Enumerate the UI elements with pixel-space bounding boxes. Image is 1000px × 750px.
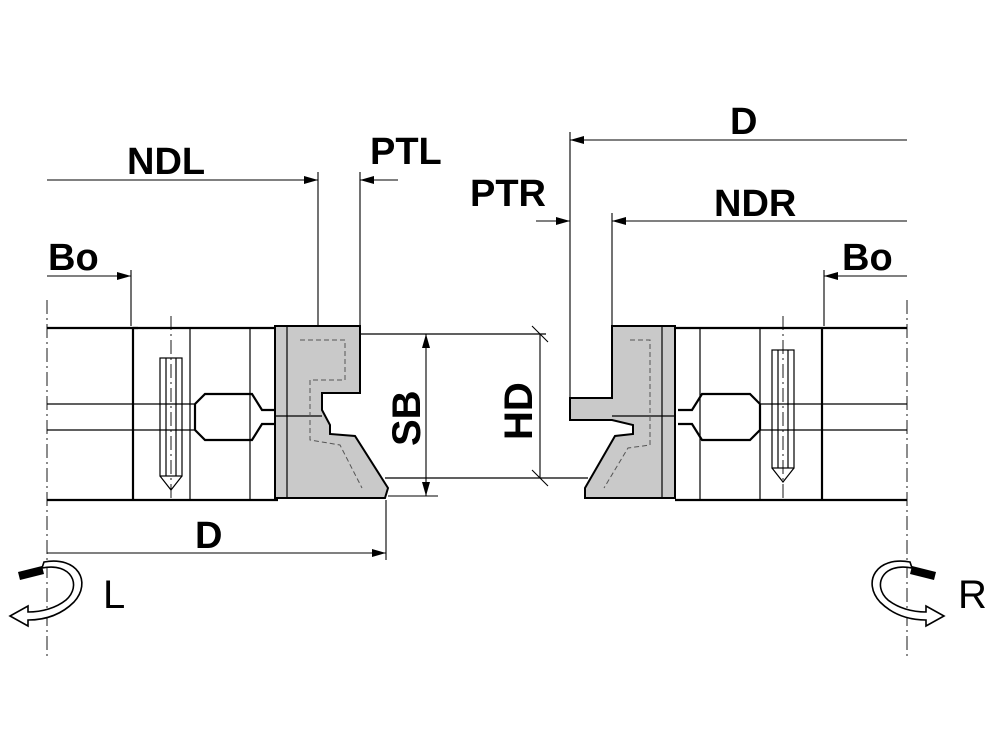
ptr-dimension [536, 217, 570, 225]
ndr-dimension [611, 213, 907, 326]
ndl-dimension [47, 172, 361, 326]
bo-left-label: Bo [48, 237, 99, 279]
ptl-label: PTL [370, 131, 442, 173]
hd-dimension [531, 325, 549, 487]
rotation-left-label: L [103, 573, 125, 617]
ndr-label: NDR [714, 183, 796, 225]
bo-right-dimension [823, 270, 907, 326]
bo-left-dimension [47, 270, 132, 326]
sb-dimension [388, 334, 438, 497]
ptl-dimension [360, 176, 398, 184]
rotation-right-label: R [958, 573, 987, 617]
d-bottom-dimension [47, 500, 387, 560]
sb-label: SB [385, 390, 429, 446]
left-cutting-tooth [274, 325, 390, 499]
left-cutter-body [47, 316, 278, 502]
rotation-left-symbol [8, 560, 83, 628]
left-screw [159, 316, 183, 498]
d-bottom-label: D [195, 515, 222, 557]
d-top-label: D [730, 101, 757, 143]
right-screw [771, 316, 795, 498]
rotation-right-symbol [871, 560, 946, 628]
right-cutting-tooth [569, 325, 676, 499]
hd-label: HD [497, 382, 541, 440]
d-top-dimension [569, 132, 907, 398]
ndl-label: NDL [127, 141, 205, 183]
ptr-label: PTR [470, 173, 546, 215]
right-cutter-body [675, 316, 907, 502]
bo-right-label: Bo [842, 237, 893, 279]
